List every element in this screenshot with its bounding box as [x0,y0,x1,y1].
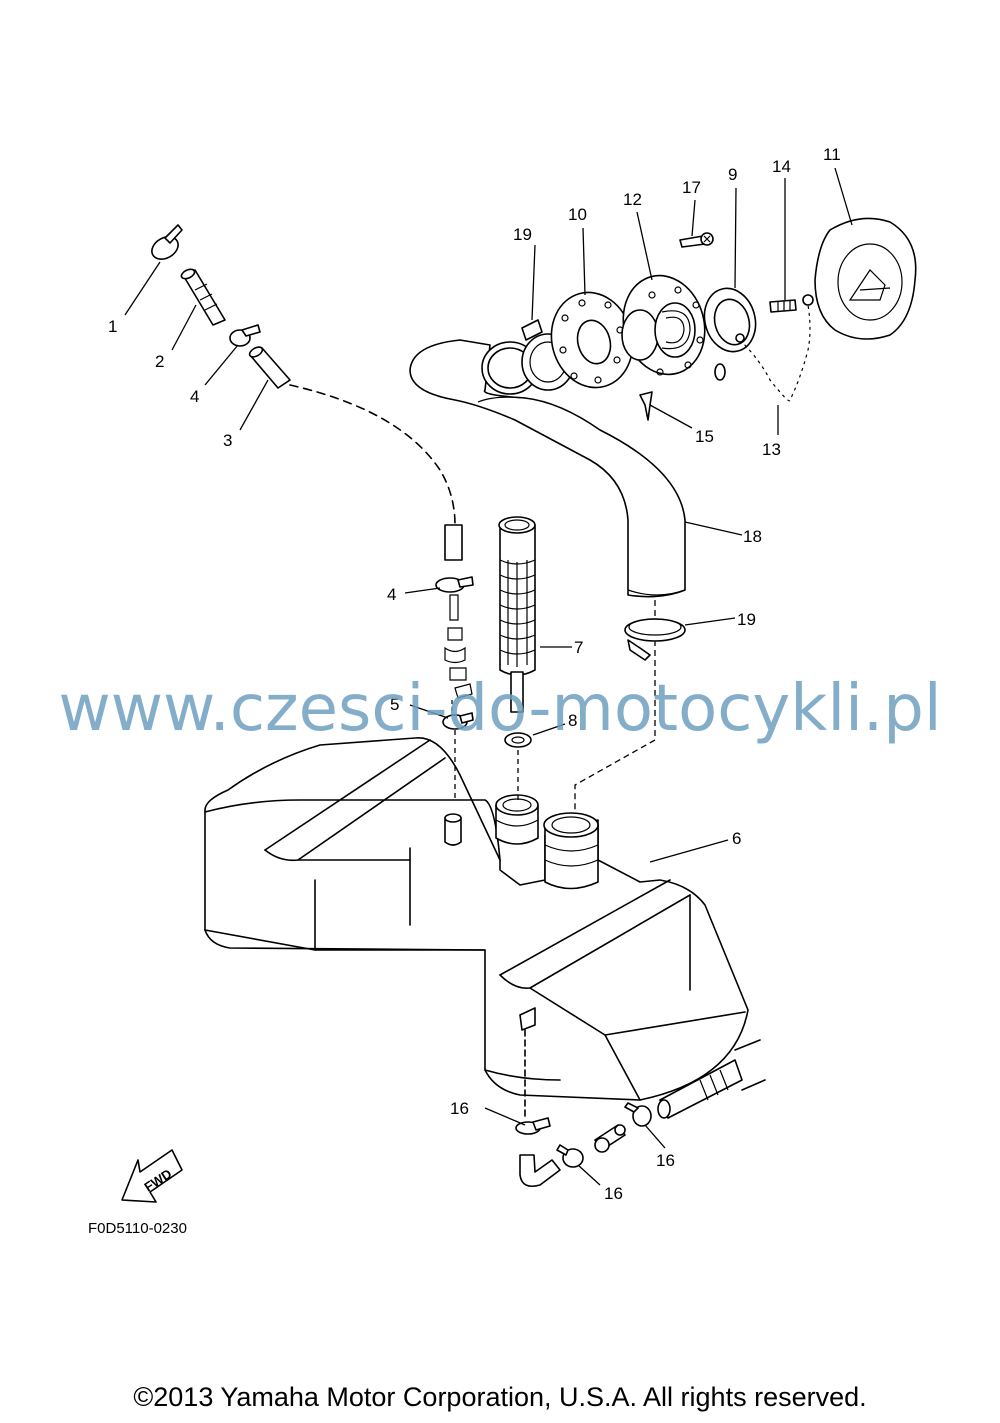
fuel-cap-11 [814,217,917,340]
hose-clamp-19-upper [481,319,575,395]
callout-1: 1 [108,317,117,336]
drain-fitting [594,1124,626,1153]
hose-clamp-19-lower [624,617,736,661]
gasket-10 [550,291,634,389]
callout-16-left: 16 [450,1099,469,1118]
callout-4-upper: 4 [190,387,199,406]
vent-fittings [444,594,473,715]
callout-6: 6 [732,829,741,848]
callout-15: 15 [695,427,714,446]
clamp-4-upper [229,324,261,347]
callout-17: 17 [682,178,701,197]
fuel-tank [204,737,749,1121]
drain-elbow [515,1117,561,1188]
tank-vent-nipple [444,813,462,846]
callout-13: 13 [762,440,781,459]
o-ring-8 [504,732,532,800]
pin-14 [769,299,797,313]
callout-2: 2 [155,352,164,371]
callout-19-lower: 19 [737,610,756,629]
callout-16-middle: 16 [604,1184,623,1203]
callout-3: 3 [223,431,232,450]
callout-12: 12 [623,190,642,209]
callout-10: 10 [568,205,587,224]
rivet-15 [639,391,693,429]
filler-hose [409,339,743,810]
callout-9: 9 [728,165,737,184]
callout-8: 8 [568,711,577,730]
callout-16-right: 16 [656,1151,675,1170]
breather-hose-3 [248,346,463,561]
copyright-notice: ©2013 Yamaha Motor Corporation, U.S.A. A… [133,1382,866,1412]
callout-11: 11 [823,145,841,164]
watermark: www.czesci-do-motocykli.pl [58,672,941,746]
chain-13 [735,294,814,402]
figure-code: F0D5110-0230 [88,1220,187,1237]
clamp-16-middle [556,1144,584,1168]
tank-filler-neck [543,812,599,890]
fwd-arrow-icon: FWD [121,1149,183,1203]
callout-7: 7 [574,638,583,657]
fuel-strainer-7 [498,516,536,713]
clamp-5 [442,712,474,800]
callout-4-lower: 4 [387,585,396,604]
screw-17 [679,232,714,248]
callout-19-upper: 19 [513,225,532,244]
clamp-16-right [624,1102,652,1127]
check-valve-2 [180,268,226,326]
callout-18: 18 [743,527,762,546]
callout-5: 5 [390,695,399,714]
clamp-4-lower [435,576,474,593]
seal-ring-9 [703,287,757,381]
callout-14: 14 [772,157,791,176]
clip-1 [151,224,183,260]
drain-hose [657,1039,766,1119]
leader-lines [124,167,853,1186]
callout-numbers: 1 2 4 3 4 5 7 8 6 19 10 12 17 9 14 11 15… [108,145,841,1203]
tank-filter-neck [495,794,539,845]
